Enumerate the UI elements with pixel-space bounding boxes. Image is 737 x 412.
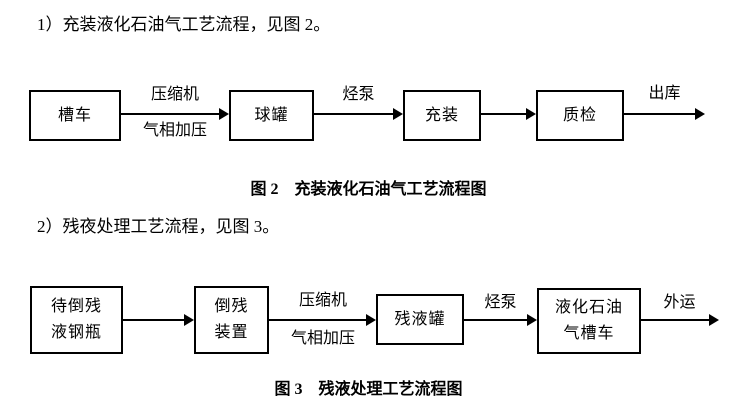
label-gas-phase-pressurize-2: 气相加压 [290,330,355,347]
flow-arrow [624,108,705,120]
flow-arrow [481,108,536,120]
box-drain-device-line1: 倒残 [214,298,249,315]
box-tank-truck: 槽车 [29,90,121,141]
figure3-caption: 图 3 残液处理工艺流程图 [274,381,463,398]
label-transport-out: 外运 [663,294,696,311]
label-compressor-2: 压缩机 [298,292,347,309]
box-lpg-tank-truck-line1: 液化石油 [554,299,623,316]
arrow-head-icon [219,108,229,120]
label-gas-phase-pressurize: 气相加压 [142,122,207,139]
flow-arrow [464,314,537,326]
label-outbound: 出库 [648,85,681,102]
section2-heading: 2）残夜处理工艺流程，见图 3。 [37,217,280,236]
label-compressor: 压缩机 [150,86,199,103]
flow-arrow [641,314,719,326]
arrow-head-icon [695,108,705,120]
arrow-head-icon [184,314,194,326]
box-spherical-tank: 球罐 [229,90,314,141]
flow-arrow [121,108,229,120]
arrow-head-icon [526,108,536,120]
box-quality-check: 质检 [536,90,624,141]
box-tank-truck-label: 槽车 [57,106,92,124]
box-cylinders-awaiting-drain-line1: 待倒残 [50,298,102,315]
arrow-line [481,113,529,115]
arrow-line [624,113,698,115]
flow-arrow [314,108,403,120]
box-lpg-tank-truck-line2: 气槽车 [563,325,615,342]
section1-heading: 1）充装液化石油气工艺流程，见图 2。 [37,15,331,34]
arrow-line [121,113,222,115]
box-filling: 充装 [403,90,481,141]
box-drain-device: 倒残 装置 [194,286,269,354]
arrow-line [641,319,712,321]
figure2-caption: 图 2 充装液化石油气工艺流程图 [250,181,487,198]
box-spherical-tank-label: 球罐 [254,106,289,124]
box-residual-liquid-tank-label: 残液罐 [394,310,446,328]
arrow-head-icon [393,108,403,120]
arrow-head-icon [527,314,537,326]
box-quality-check-label: 质检 [562,106,597,124]
arrow-head-icon [709,314,719,326]
box-drain-device-line2: 装置 [214,324,249,341]
box-filling-label: 充装 [424,106,459,124]
arrow-line [314,113,396,115]
label-hydrocarbon-pump-2: 烃泵 [484,294,517,311]
label-hydrocarbon-pump: 烃泵 [342,86,375,103]
box-residual-liquid-tank: 残液罐 [376,294,464,345]
arrow-head-icon [366,314,376,326]
box-cylinders-awaiting-drain-line2: 液钢瓶 [50,324,102,341]
box-cylinders-awaiting-drain: 待倒残 液钢瓶 [30,286,123,354]
arrow-line [464,319,530,321]
arrow-line [269,319,369,321]
flow-arrow [123,314,194,326]
flow-arrow [269,314,376,326]
arrow-line [123,319,187,321]
box-lpg-tank-truck: 液化石油 气槽车 [537,288,641,354]
